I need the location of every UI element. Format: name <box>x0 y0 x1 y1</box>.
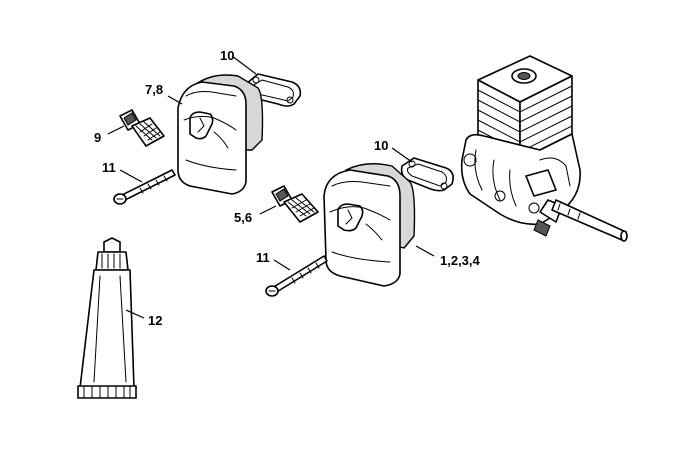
gasket-right <box>400 157 454 192</box>
callout-screw-top: 11 <box>102 160 116 175</box>
screw-top <box>113 169 176 205</box>
engine-assembly <box>460 55 628 242</box>
callout-screw-bottom: 11 <box>256 250 270 265</box>
callout-gasket-right: 10 <box>374 138 388 153</box>
grease-tube <box>77 237 137 399</box>
leader-lines <box>107 55 435 319</box>
callout-screen-mid: 5,6 <box>234 210 252 225</box>
callout-muffler-top: 7,8 <box>145 82 163 97</box>
spark-screen-mid <box>271 185 319 223</box>
callout-muffler-main: 1,2,3,4 <box>440 253 481 268</box>
spark-screen-top <box>119 109 165 147</box>
callout-screen-top: 9 <box>94 130 101 145</box>
screw-bottom <box>265 255 328 297</box>
muffler-top <box>177 74 264 195</box>
callout-grease-tube: 12 <box>148 313 162 328</box>
callout-gasket-top: 10 <box>220 48 234 63</box>
muffler-main <box>323 163 416 287</box>
